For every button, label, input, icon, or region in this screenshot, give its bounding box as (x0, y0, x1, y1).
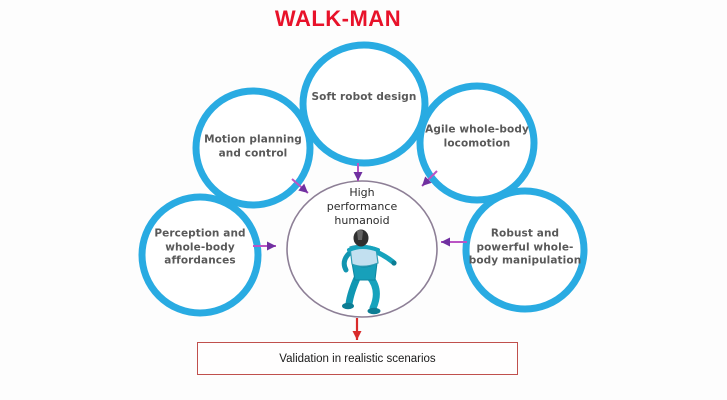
validation-label: Validation in realistic scenarios (279, 352, 436, 365)
motion-planning-label: Motion planning and control (204, 133, 302, 159)
robot-shoulders (347, 245, 380, 252)
robot-left-foot (342, 302, 354, 310)
perception-affordances-circle (138, 193, 262, 317)
agile-locomotion-label: Agile whole-body locomotion (425, 123, 529, 149)
robust-manipulation-label: Robust and powerful whole-body manipulat… (468, 227, 582, 267)
validation-box: Validation in realistic scenarios (197, 342, 518, 375)
motion-planning-circle (192, 87, 314, 209)
agile-locomotion-circle (416, 82, 538, 204)
robot-right-foot (367, 307, 381, 315)
humanoid-robot-icon (341, 229, 397, 315)
robot-right-hand (391, 260, 397, 266)
center-humanoid-label: High performance humanoid (326, 185, 398, 228)
soft-robot-design-label: Soft robot design (311, 91, 417, 104)
soft-robot-design-circle (299, 41, 429, 167)
arrow-motion-to-center (291, 178, 309, 194)
robust-manipulation-circle (462, 187, 588, 313)
diagram-title: WALK-MAN (274, 6, 402, 31)
robot-head-highlight (357, 230, 363, 240)
arrow-agile-to-center (421, 170, 438, 187)
perception-affordances-label: Perception and whole-body affordances (154, 227, 246, 267)
